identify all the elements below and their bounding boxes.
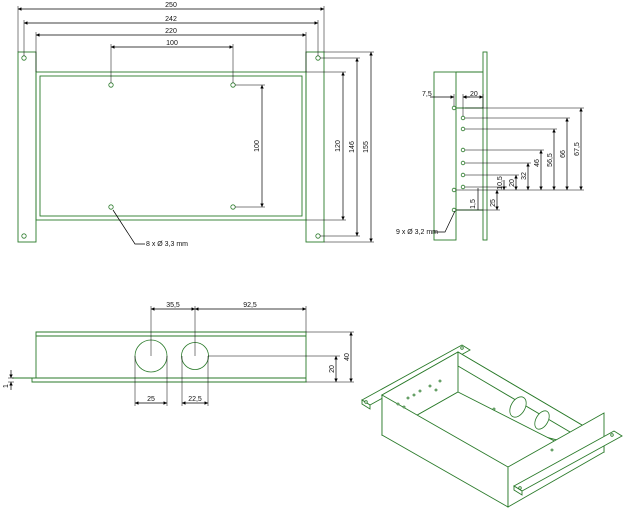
dim-overall-width: 250	[165, 2, 177, 9]
side-hole	[451, 187, 457, 193]
dim-top-hole-spacing: 100	[166, 40, 178, 47]
interior-hole	[108, 82, 114, 88]
side-hole	[451, 207, 457, 213]
dim-inner-height: 120	[335, 140, 342, 152]
left-flange	[17, 51, 37, 243]
mount-hole	[21, 55, 27, 61]
dim-hole2-position: 92,5	[243, 302, 257, 309]
dim-hole-6: 56,5	[547, 153, 554, 167]
side-hole	[460, 160, 466, 166]
side-view: 7,5 20 67,5 66 56,5 46 32 20 10,5 25 1,5	[396, 51, 584, 241]
interior-hole	[230, 82, 236, 88]
dim-depth: 20	[470, 91, 478, 98]
dim-hole-2: 10,5	[497, 176, 504, 190]
dim-height: 40	[344, 353, 351, 361]
dim-hole-5: 46	[534, 159, 541, 167]
dim-hole1-diameter: 25	[147, 396, 155, 403]
dim-bottom: 25	[490, 199, 497, 207]
dim-mount-hole-spacing: 242	[165, 16, 177, 23]
side-hole	[451, 105, 457, 111]
mount-hole	[21, 233, 27, 239]
side-hole	[460, 115, 466, 121]
box-inner-edge	[39, 75, 303, 217]
box-body	[35, 71, 307, 221]
dim-offset: 7,5	[422, 91, 432, 98]
dim-hole2-diameter: 22,5	[188, 396, 202, 403]
dim-hole-1: 1,5	[470, 199, 477, 209]
interior-hole	[230, 204, 236, 210]
side-hole	[460, 172, 466, 178]
side-body	[433, 71, 457, 241]
dim-vertical-hole-spacing: 100	[254, 140, 261, 152]
dim-hole-7: 66	[560, 150, 567, 158]
dim-hole-3: 20	[509, 179, 516, 187]
dim-flange-thickness: 1	[3, 384, 10, 388]
rear-view: 35,5 92,5 25 22,5 40 20 1	[3, 302, 354, 406]
side-hole-callout: 9 x Ø 3,2 mm	[396, 229, 438, 236]
dim-inner-width: 220	[165, 28, 177, 35]
side-hole	[460, 126, 466, 132]
dim-center-height: 20	[329, 365, 336, 373]
mount-hole	[315, 233, 321, 239]
side-hole	[460, 147, 466, 153]
dim-hole1-position: 35,5	[166, 302, 180, 309]
dim-hole-8: 67,5	[574, 142, 581, 156]
dim-mount-hole-vertical: 146	[349, 141, 356, 153]
front-view: 250 242 220 100 100 120 146 155 8 x Ø	[17, 2, 374, 248]
dim-hole-4: 32	[521, 172, 528, 180]
front-hole-callout: 8 x Ø 3,3 mm	[146, 241, 188, 248]
side-hole	[460, 184, 466, 190]
dim-overall-height: 155	[363, 141, 370, 153]
right-flange	[305, 51, 325, 243]
side-flange	[482, 51, 488, 241]
interior-hole	[108, 204, 114, 210]
isometric-view	[361, 344, 623, 508]
mount-hole	[315, 55, 321, 61]
